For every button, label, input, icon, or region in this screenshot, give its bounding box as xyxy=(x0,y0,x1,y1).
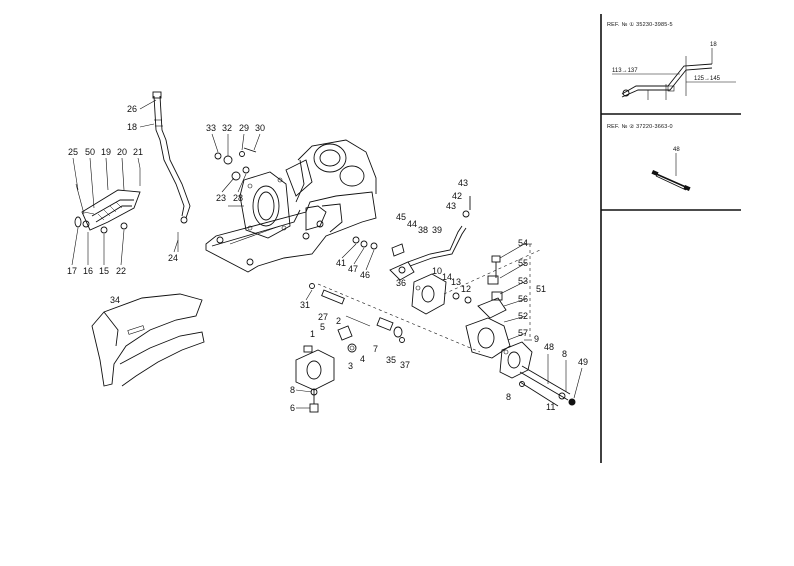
shift-lever xyxy=(152,91,191,224)
part-label-19: 19 xyxy=(101,147,111,157)
part-label-56: 56 xyxy=(518,294,528,304)
valve-body-main xyxy=(465,255,511,359)
inset-pin-drawing xyxy=(651,169,691,192)
link-rod-39 xyxy=(407,225,467,267)
part-label-15: 15 xyxy=(99,266,109,276)
part-label-53: 53 xyxy=(518,276,528,286)
inset-ref-2-title: REF. № ② 37220-3663-0 xyxy=(607,123,673,130)
gate-plate xyxy=(74,168,141,234)
housing-flange xyxy=(228,171,291,239)
part-label-54: 54 xyxy=(518,238,528,248)
part-label-13: 13 xyxy=(451,277,461,287)
part-label-1: 1 xyxy=(310,329,315,339)
part-label-44: 44 xyxy=(407,219,417,229)
inset-ref-1-title: REF. № ① 35230-3985-5 xyxy=(607,21,673,28)
part-label-33: 33 xyxy=(206,123,216,133)
part-label-8-bottom: 8 xyxy=(506,392,511,402)
inset-panel-ref-1: REF. № ① 35230-3985-5 18 113→137 125→145 xyxy=(607,21,736,100)
control-valve-lower xyxy=(295,345,335,413)
part-label-11: 11 xyxy=(546,402,555,412)
part-label-25: 25 xyxy=(68,147,78,157)
part-label-34: 34 xyxy=(110,295,120,305)
part-label-51: 51 xyxy=(536,284,546,294)
fender-cover xyxy=(91,293,205,387)
part-label-3: 3 xyxy=(348,361,353,371)
part-label-32: 32 xyxy=(222,123,232,133)
part-label-28: 28 xyxy=(233,193,243,203)
part-label-37: 37 xyxy=(400,360,410,370)
part-label-24: 24 xyxy=(168,253,178,263)
inset-frame xyxy=(600,14,741,463)
inset-label-125-145: 125→145 xyxy=(694,76,721,82)
part-label-29: 29 xyxy=(239,123,249,133)
part-label-48: 48 xyxy=(544,342,554,352)
part-label-22: 22 xyxy=(116,266,126,276)
part-label-31: 31 xyxy=(300,300,310,310)
part-label-35: 35 xyxy=(386,355,396,365)
inset-rod-drawing xyxy=(621,56,713,100)
part-label-4: 4 xyxy=(360,354,365,364)
inset-label-113-137: 113→137 xyxy=(612,68,638,74)
part-label-39: 39 xyxy=(432,225,442,235)
inset-panel-ref-2: REF. № ② 37220-3663-0 48 xyxy=(607,123,691,192)
valve-body-end xyxy=(499,341,533,379)
tie-bolts xyxy=(519,365,576,407)
part-label-14: 14 xyxy=(442,272,452,282)
part-label-27: 27 xyxy=(318,312,328,322)
part-label-49: 49 xyxy=(578,357,588,367)
part-label-57: 57 xyxy=(518,328,528,338)
part-number-labels: 26 18 33 32 29 30 25 50 19 20 21 23 28 2… xyxy=(67,104,588,413)
assembly-centerlines xyxy=(317,243,541,353)
part-label-20: 20 xyxy=(117,147,127,157)
part-label-47: 47 xyxy=(348,264,358,274)
part-label-30: 30 xyxy=(255,123,265,133)
part-label-46: 46 xyxy=(360,270,370,280)
part-label-23: 23 xyxy=(216,193,226,203)
small-hardware xyxy=(83,147,472,304)
part-label-18: 18 xyxy=(127,122,137,132)
spool-parts xyxy=(309,283,405,353)
part-label-50: 50 xyxy=(85,147,95,157)
part-label-17: 17 xyxy=(67,266,77,276)
part-label-43-lower: 43 xyxy=(446,201,456,211)
part-label-7: 7 xyxy=(373,344,378,354)
part-label-2: 2 xyxy=(336,316,341,326)
part-label-21: 21 xyxy=(133,147,143,157)
transmission-housing xyxy=(205,139,377,273)
part-label-10: 10 xyxy=(432,266,442,276)
part-label-43-upper: 43 xyxy=(458,178,468,188)
part-label-12: 12 xyxy=(461,284,471,294)
part-label-52: 52 xyxy=(518,311,528,321)
part-label-6: 6 xyxy=(290,403,295,413)
part-label-42: 42 xyxy=(452,191,462,201)
part-label-8-lower-left: 8 xyxy=(290,385,295,395)
part-label-9: 9 xyxy=(534,334,539,344)
leader-lines xyxy=(71,99,583,409)
inset-label-48: 48 xyxy=(673,147,680,153)
part-label-41: 41 xyxy=(336,258,346,268)
part-label-38: 38 xyxy=(418,225,428,235)
part-label-45: 45 xyxy=(396,212,406,222)
part-label-5: 5 xyxy=(320,322,325,332)
part-label-26: 26 xyxy=(127,104,137,114)
part-label-36: 36 xyxy=(396,278,406,288)
part-label-55: 55 xyxy=(518,258,528,268)
valve-body-upper xyxy=(389,261,447,315)
inset-label-18: 18 xyxy=(710,42,717,48)
part-label-8-right: 8 xyxy=(562,349,567,359)
part-label-16: 16 xyxy=(83,266,93,276)
